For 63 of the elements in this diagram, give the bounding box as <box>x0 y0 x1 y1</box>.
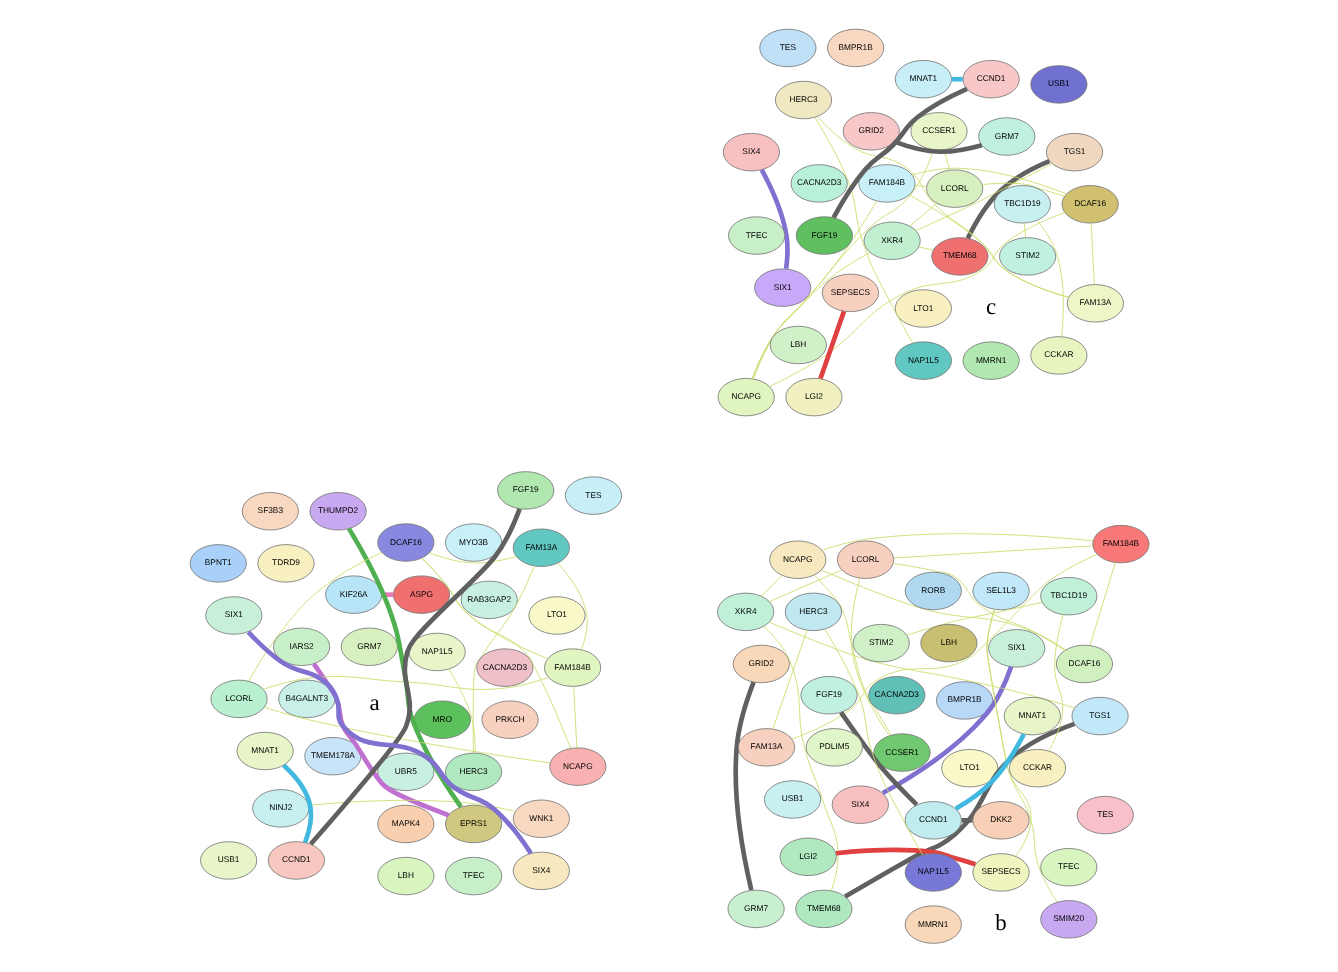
connector <box>1047 614 1063 752</box>
connector <box>815 116 1068 298</box>
connector <box>262 676 548 690</box>
connector <box>762 626 838 891</box>
connector <box>813 117 913 344</box>
connector <box>447 668 475 754</box>
connector <box>892 545 1093 559</box>
connector <box>914 163 1052 231</box>
connector <box>1022 222 1026 238</box>
connector <box>820 533 1093 551</box>
connector <box>964 158 1050 240</box>
connector <box>908 202 937 227</box>
connector <box>750 252 870 380</box>
connector <box>471 565 534 754</box>
label: a <box>368 691 379 716</box>
connector <box>556 562 587 650</box>
connector <box>1089 222 1094 285</box>
connector <box>758 168 789 270</box>
connector <box>834 847 975 867</box>
connector <box>880 666 1013 796</box>
connector <box>752 200 877 379</box>
connector <box>905 601 1042 636</box>
connector <box>732 681 755 891</box>
connector <box>913 185 926 187</box>
connector <box>768 212 1065 387</box>
connector <box>759 574 782 597</box>
connector <box>980 182 1064 197</box>
connector <box>823 628 923 856</box>
connector <box>345 527 462 809</box>
connector <box>281 763 313 844</box>
connector <box>953 733 1025 811</box>
connector <box>849 577 889 736</box>
connector <box>262 706 550 764</box>
connector <box>910 167 1066 195</box>
label: b <box>994 912 1006 937</box>
connector <box>572 686 577 748</box>
connector <box>1088 562 1115 646</box>
connector <box>768 621 1075 709</box>
connector <box>843 721 1075 899</box>
connector <box>917 246 933 251</box>
connector <box>1035 220 1063 338</box>
connector <box>767 569 842 602</box>
connector <box>307 799 515 812</box>
connector <box>790 553 1097 740</box>
connector <box>820 569 1065 651</box>
label: c <box>985 296 996 321</box>
connector <box>891 563 1065 651</box>
connector <box>950 76 962 82</box>
connector <box>985 608 1057 903</box>
connector <box>985 608 1031 857</box>
connector <box>817 310 846 380</box>
connector <box>830 86 967 219</box>
connector <box>893 139 982 155</box>
connector <box>420 557 571 749</box>
connector <box>247 552 382 682</box>
connector <box>751 149 934 379</box>
connector <box>310 662 449 818</box>
connector <box>245 630 532 855</box>
connector <box>960 817 972 823</box>
connector <box>812 574 891 736</box>
connector <box>771 629 807 730</box>
connector <box>428 552 516 564</box>
connector <box>838 711 918 807</box>
